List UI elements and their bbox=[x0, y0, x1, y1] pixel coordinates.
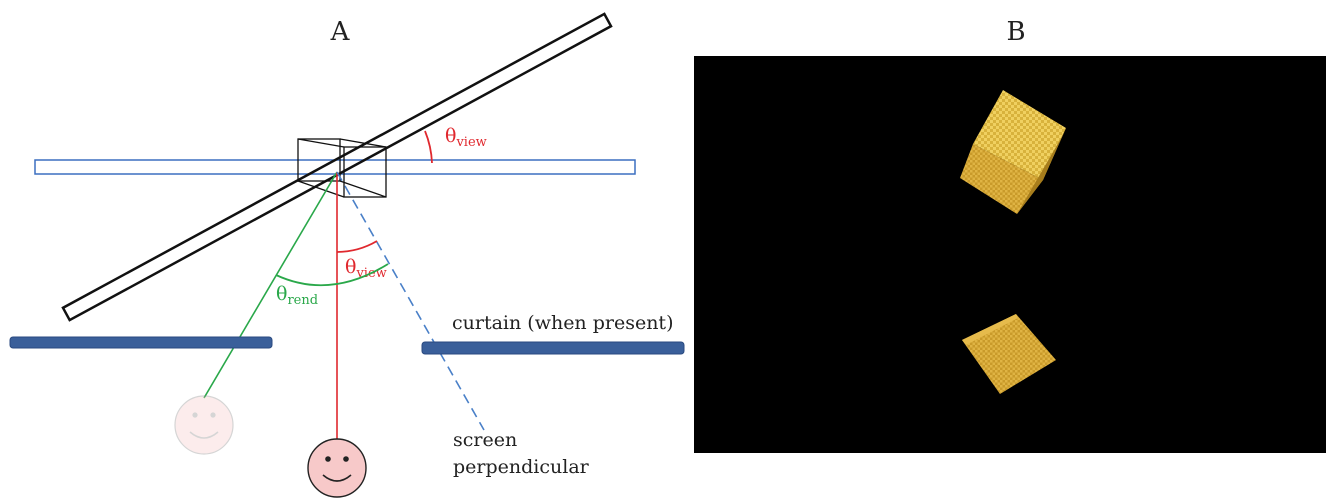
curtain-left bbox=[9, 336, 273, 349]
lower-cube bbox=[962, 314, 1056, 394]
rend-line bbox=[203, 171, 338, 399]
upper-cube bbox=[960, 90, 1066, 214]
wireframe-cube bbox=[297, 138, 387, 198]
observer-face bbox=[307, 438, 367, 498]
theta-rend-arc bbox=[275, 263, 389, 287]
screen-perp-label-line2: perpendicular bbox=[453, 456, 590, 478]
screen-perpendicular-line bbox=[336, 171, 485, 431]
screen-horizontal bbox=[34, 159, 636, 175]
theta-view-top-arc bbox=[424, 130, 433, 164]
panel-b-label: B bbox=[1006, 17, 1025, 47]
faded-observer-face bbox=[174, 395, 234, 455]
panel-a: A θview θview bbox=[9, 12, 685, 498]
panel-b: B bbox=[694, 17, 1326, 453]
theta-view-mid-arc bbox=[336, 240, 378, 253]
panel-a-label: A bbox=[330, 17, 351, 47]
theta-view-top-label: θview bbox=[445, 125, 487, 150]
theta-rend-label: θrend bbox=[276, 283, 318, 308]
curtain-label: curtain (when present) bbox=[452, 312, 673, 334]
screen-perp-label-line1: screen bbox=[453, 429, 517, 451]
curtain-right bbox=[421, 341, 685, 355]
